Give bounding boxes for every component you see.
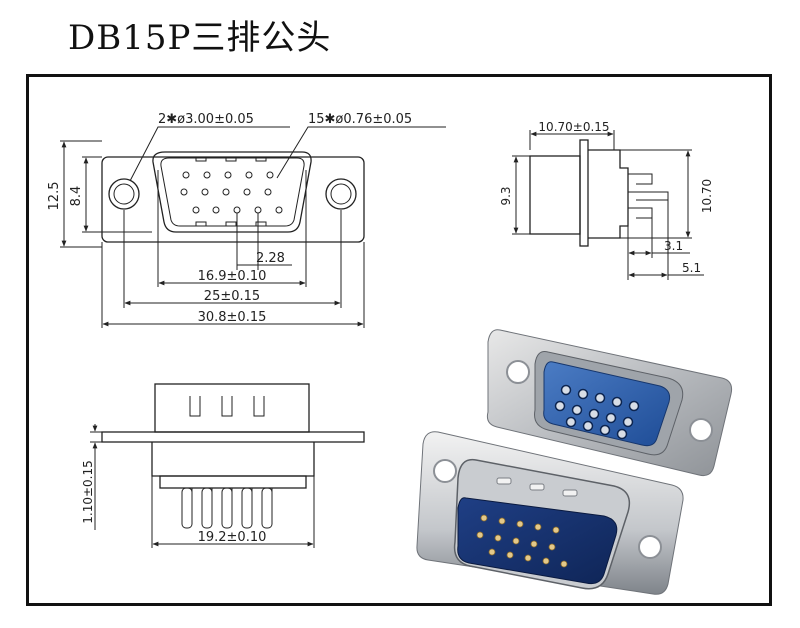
overall-width-label: 30.8±0.15 <box>198 310 267 325</box>
side-view: 10.70±0.15 9.3 10.70 3.1 5.1 <box>499 120 714 280</box>
hole-span-label: 25±0.15 <box>204 289 260 304</box>
side-shell <box>529 155 581 235</box>
pin-callout: 15✱ø0.76±0.05 <box>308 112 412 127</box>
pin-offset-1-label: 3.1 <box>664 239 683 253</box>
pin-row-width-label: 19.2±0.10 <box>198 530 267 545</box>
flange-edge <box>101 431 365 443</box>
height-total-label: 12.5 <box>47 182 62 211</box>
mount-hole-left <box>108 178 140 210</box>
flange-thickness-label: 1.10±0.15 <box>81 460 95 524</box>
connector-photo-bottom <box>416 431 684 595</box>
overall-height-label: 10.70 <box>700 179 714 213</box>
shell-height-label: 9.3 <box>499 186 513 205</box>
pin-tails <box>181 487 273 529</box>
mount-hole-right <box>325 178 357 210</box>
connector-photo-top <box>486 329 733 477</box>
page-title: DB15P三排公头 <box>68 18 332 58</box>
pin-span-label: 16.9±0.10 <box>198 269 267 284</box>
height-shell-label: 8.4 <box>69 186 84 207</box>
mount-hole-callout: 2✱ø3.00±0.05 <box>158 112 254 127</box>
front-view: 2✱ø3.00±0.05 15✱ø0.76±0.05 12.5 8.4 2.28… <box>47 112 446 328</box>
bottom-view: 1.10±0.15 19.2±0.10 <box>81 383 365 548</box>
depth-label: 10.70±0.15 <box>538 120 609 134</box>
drawing-frame <box>26 74 772 606</box>
side-flange <box>579 139 589 247</box>
shell-outline <box>152 151 312 233</box>
pin-pitch-label: 2.28 <box>256 251 285 266</box>
flange-outline <box>101 156 365 243</box>
pin-array <box>180 171 283 214</box>
pin-offset-2-label: 5.1 <box>682 261 701 275</box>
shell-bottom <box>151 442 315 477</box>
